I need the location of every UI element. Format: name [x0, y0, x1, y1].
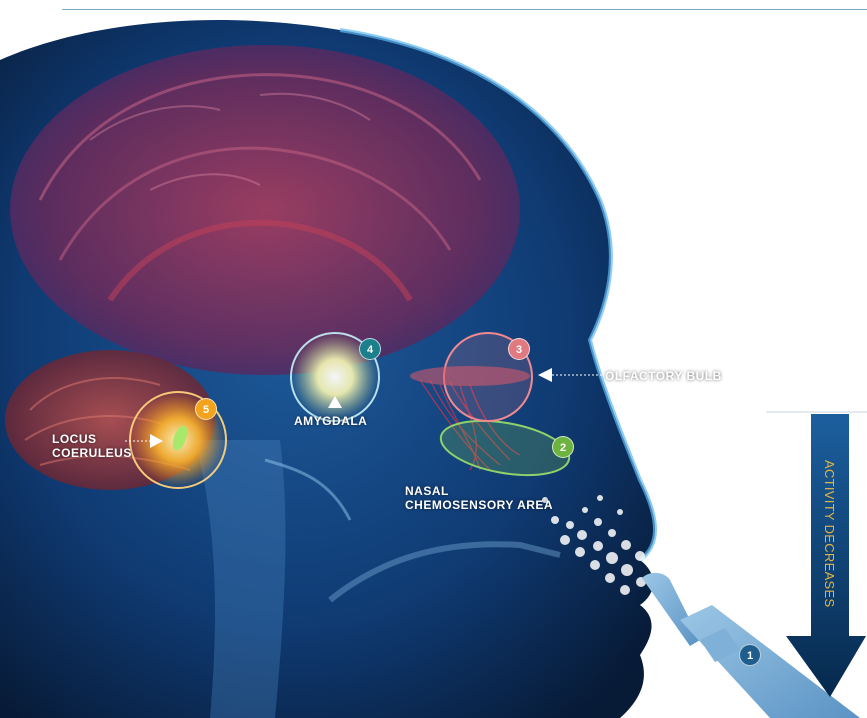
badge-3: 3 — [508, 338, 530, 360]
locus-coeruleus-label-line1: LOCUS — [52, 432, 97, 446]
nasal-label-line1: NASAL — [405, 484, 449, 498]
badge-5: 5 — [195, 398, 217, 420]
olfactory-bulb-label: OLFACTORY BULB — [605, 369, 722, 383]
badge-2: 2 — [552, 436, 574, 458]
locus-coeruleus-label-line2: COERULEUS — [52, 446, 132, 460]
amygdala-label: AMYGDALA — [294, 414, 367, 428]
nasal-label-line2: CHEMOSENSORY AREA — [405, 498, 553, 512]
badge-1: 1 — [739, 644, 761, 666]
activity-decreases-label: ACTIVITY DECREASES — [822, 460, 837, 607]
badge-4: 4 — [359, 338, 381, 360]
